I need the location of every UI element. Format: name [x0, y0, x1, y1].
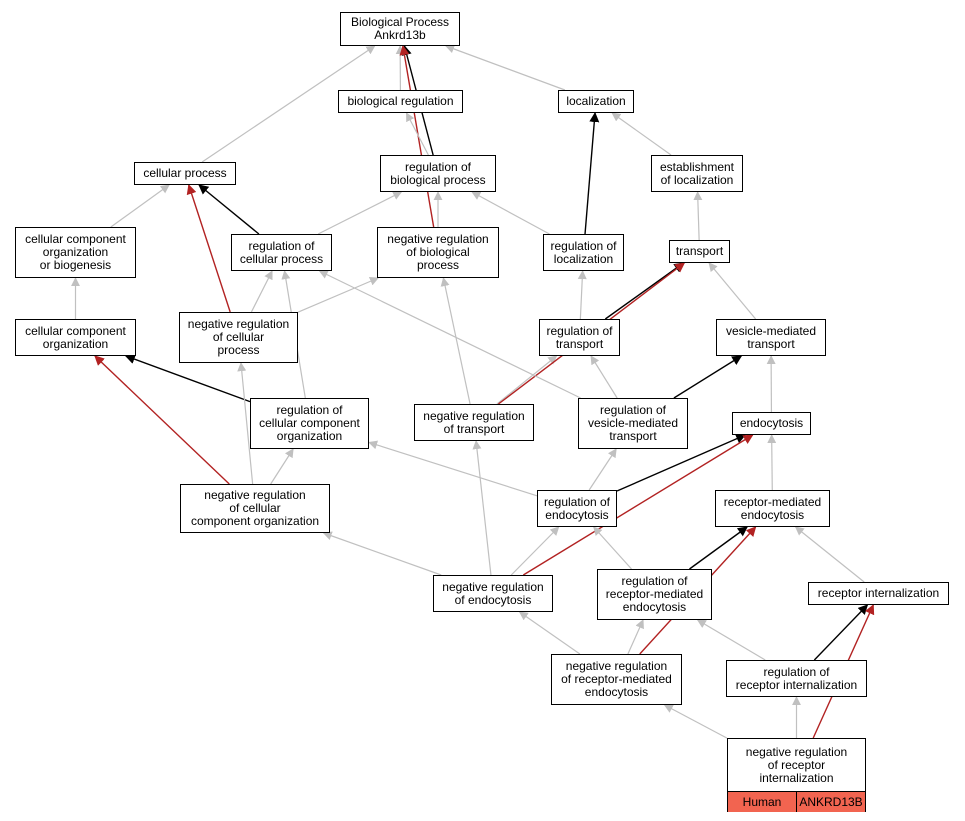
- edge-cellular-process-to-root: [201, 45, 376, 163]
- node-cellular-component-organization[interactable]: cellular component organization: [15, 319, 136, 356]
- edge-negative-regulation-of-transport-to-regulation-of-transport: [496, 355, 558, 405]
- edge-negative-regulation-of-cellular-process-to-negative-regulation-of-biological-process: [297, 277, 379, 313]
- node-negative-regulation-of-biological-process[interactable]: negative regulation of biological proces…: [377, 227, 499, 278]
- edge-regulation-of-biological-process-to-biological-regulation: [405, 112, 429, 156]
- edge-negative-regulation-of-endocytosis-to-endocytosis: [522, 434, 754, 576]
- node-regulation-of-cellular-component-organization[interactable]: regulation of cellular component organiz…: [250, 398, 369, 449]
- node-negative-regulation-of-cellular-process[interactable]: negative regulation of cellular process: [179, 312, 298, 363]
- node-regulation-of-receptor-mediated-endocytosis[interactable]: regulation of receptor-mediated endocyto…: [597, 569, 712, 620]
- edge-regulation-of-cellular-process-to-cellular-process: [198, 184, 260, 235]
- edge-regulation-of-endocytosis-to-regulation-of-cellular-component-organization: [368, 440, 538, 497]
- node-negative-regulation-of-endocytosis[interactable]: negative regulation of endocytosis: [433, 575, 553, 612]
- node-negative-regulation-of-receptor-internalization[interactable]: negative regulation of receptor internal…: [727, 738, 866, 812]
- edge-negative-regulation-of-cellular-process-to-cellular-process: [186, 184, 231, 313]
- edge-regulation-of-vesicle-mediated-transport-to-regulation-of-cellular-process: [318, 270, 581, 399]
- edge-establishment-of-localization-to-localization: [611, 112, 672, 156]
- species-tag: Human: [728, 792, 796, 812]
- node-vesicle-mediated-transport[interactable]: vesicle-mediated transport: [716, 319, 826, 356]
- edge-vesicle-mediated-transport-to-transport: [708, 262, 757, 320]
- edge-negative-regulation-of-cellular-component-organization-to-cellular-component-organization: [94, 355, 230, 485]
- edge-localization-to-root: [445, 44, 566, 91]
- edge-regulation-of-endocytosis-to-regulation-of-vesicle-mediated-transport: [588, 448, 617, 491]
- edge-regulation-of-localization-to-localization: [584, 112, 600, 235]
- edge-regulation-of-receptor-mediated-endocytosis-to-regulation-of-endocytosis: [593, 526, 632, 570]
- node-regulation-of-vesicle-mediated-transport[interactable]: regulation of vesicle-mediated transport: [578, 398, 688, 449]
- node-regulation-of-biological-process[interactable]: regulation of biological process: [380, 155, 496, 192]
- edge-transport-to-establishment-of-localization: [693, 191, 703, 241]
- edge-negative-regulation-of-receptor-internalization-to-negative-regulation-of-receptor-mediated-endocytosis: [663, 704, 728, 739]
- leaf-annotation-row: Human ANKRD13B: [728, 791, 865, 812]
- edge-negative-regulation-of-cellular-process-to-regulation-of-cellular-process: [250, 270, 273, 313]
- edge-regulation-of-endocytosis-to-endocytosis: [616, 434, 747, 492]
- edge-regulation-of-cellular-component-organization-to-cellular-component-organization: [124, 354, 251, 403]
- edge-regulation-of-vesicle-mediated-transport-to-regulation-of-transport: [590, 355, 618, 399]
- edge-regulation-of-localization-to-regulation-of-biological-process: [471, 191, 550, 235]
- edge-negative-regulation-of-endocytosis-to-negative-regulation-of-cellular-component-organization: [322, 531, 442, 576]
- edge-negative-regulation-of-cellular-component-organization-to-negative-regulation-of-cellular-process: [237, 362, 254, 485]
- node-negative-regulation-of-cellular-component-organization[interactable]: negative regulation of cellular componen…: [180, 484, 330, 533]
- node-transport[interactable]: transport: [669, 240, 730, 263]
- node-endocytosis[interactable]: endocytosis: [732, 412, 811, 435]
- node-receptor-mediated-endocytosis[interactable]: receptor-mediated endocytosis: [715, 490, 830, 527]
- node-cellular-process[interactable]: cellular process: [134, 162, 236, 185]
- edge-negative-regulation-of-receptor-mediated-endocytosis-to-negative-regulation-of-endocytosis: [518, 611, 581, 655]
- node-receptor-internalization[interactable]: receptor internalization: [808, 582, 949, 605]
- edge-regulation-of-receptor-mediated-endocytosis-to-receptor-mediated-endocytosis: [689, 526, 748, 570]
- node-root[interactable]: Biological Process Ankrd13b: [340, 12, 460, 46]
- edge-cellular-component-organization-or-biogenesis-to-cellular-process: [110, 184, 170, 228]
- node-biological-regulation[interactable]: biological regulation: [338, 90, 463, 113]
- gene-tag: ANKRD13B: [796, 792, 865, 812]
- node-establishment-of-localization[interactable]: establishment of localization: [651, 155, 743, 192]
- node-regulation-of-localization[interactable]: regulation of localization: [543, 234, 624, 271]
- edge-regulation-of-receptor-internalization-to-receptor-internalization: [813, 604, 869, 661]
- node-negative-regulation-of-transport[interactable]: negative regulation of transport: [414, 404, 534, 441]
- node-regulation-of-cellular-process[interactable]: regulation of cellular process: [231, 234, 332, 271]
- edge-negative-regulation-of-transport-to-negative-regulation-of-biological-process: [440, 277, 471, 405]
- edge-receptor-mediated-endocytosis-to-endocytosis: [767, 434, 777, 491]
- edge-negative-regulation-of-endocytosis-to-negative-regulation-of-transport: [472, 440, 492, 576]
- edge-negative-regulation-of-cellular-component-organization-to-regulation-of-cellular-component-organization: [270, 448, 294, 485]
- node-localization[interactable]: localization: [558, 90, 634, 113]
- edge-receptor-internalization-to-receptor-mediated-endocytosis: [794, 526, 865, 583]
- edge-negative-regulation-of-endocytosis-to-regulation-of-endocytosis: [510, 526, 560, 576]
- node-negative-regulation-of-receptor-mediated-endocytosis[interactable]: negative regulation of receptor-mediated…: [551, 654, 682, 705]
- edge-regulation-of-transport-to-regulation-of-localization: [577, 270, 587, 320]
- node-regulation-of-transport[interactable]: regulation of transport: [539, 319, 620, 356]
- edge-regulation-of-receptor-internalization-to-regulation-of-receptor-mediated-endocytosis: [696, 619, 766, 661]
- node-regulation-of-endocytosis[interactable]: regulation of endocytosis: [537, 490, 617, 527]
- node-regulation-of-receptor-internalization[interactable]: regulation of receptor internalization: [726, 660, 867, 697]
- edge-negative-regulation-of-receptor-mediated-endocytosis-to-regulation-of-receptor-mediated-endocytosis: [627, 619, 644, 655]
- edge-regulation-of-cellular-process-to-regulation-of-biological-process: [317, 191, 403, 235]
- edge-regulation-of-transport-to-transport: [604, 262, 685, 320]
- leaf-term-label: negative regulation of receptor internal…: [745, 744, 848, 785]
- edge-regulation-of-vesicle-mediated-transport-to-vesicle-mediated-transport: [673, 355, 743, 399]
- node-cellular-component-organization-or-biogenesis[interactable]: cellular component organization or bioge…: [15, 227, 136, 278]
